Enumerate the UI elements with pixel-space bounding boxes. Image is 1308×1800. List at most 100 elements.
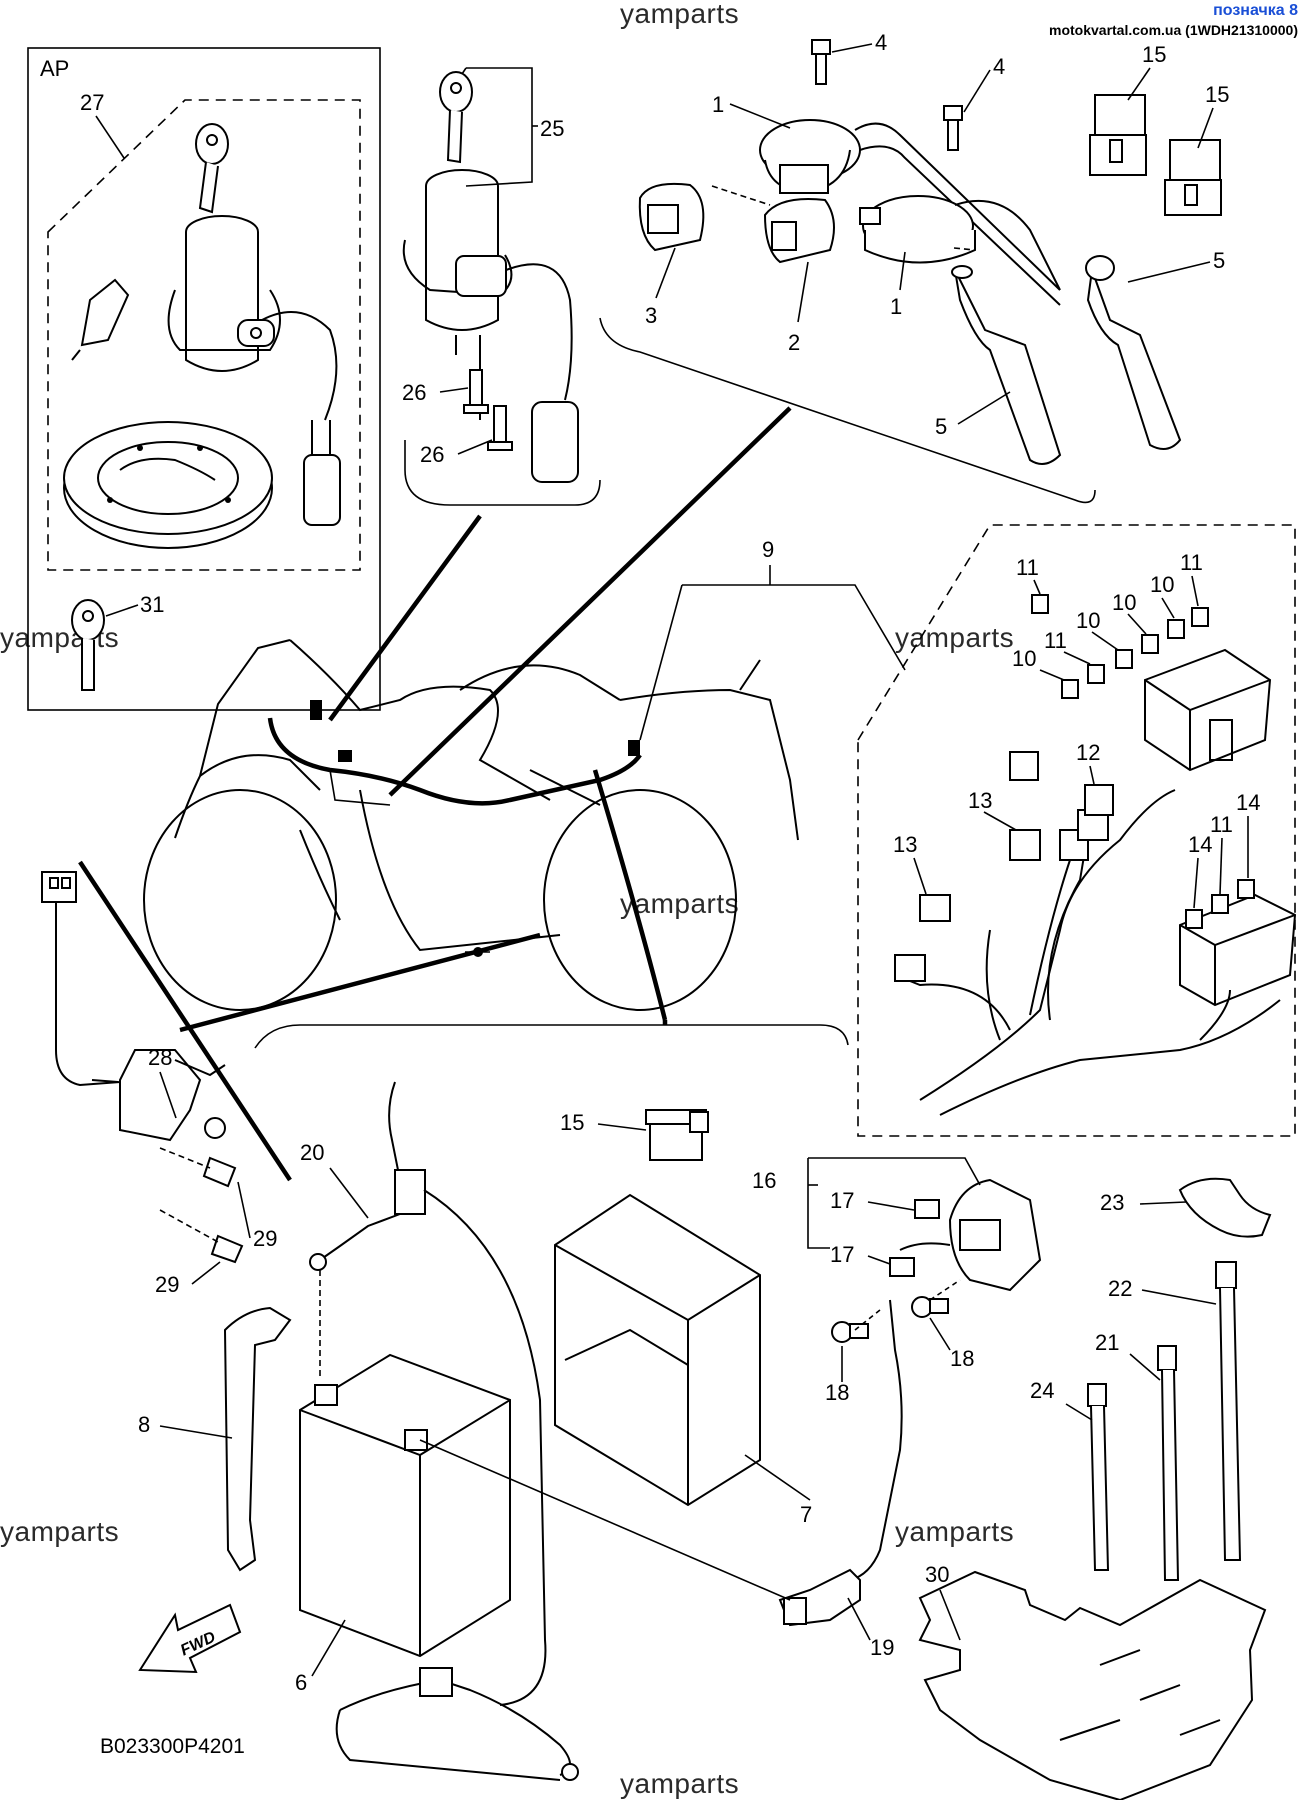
callout-8: 8: [138, 1412, 150, 1437]
lead-wire-icon: [309, 1081, 547, 1706]
cap-icon: [763, 198, 835, 264]
callout-13: 13: [893, 832, 917, 857]
fuse-icon: [1031, 594, 1049, 614]
callout-30: 30: [925, 1562, 949, 1587]
main-switch-group: 25 26 26: [402, 67, 601, 506]
battery-band-icon: [223, 1306, 292, 1572]
callout-15: 15: [1142, 42, 1166, 67]
callout-23: 23: [1100, 1190, 1124, 1215]
callout-5: 5: [935, 414, 947, 439]
relay-icon: [645, 1109, 709, 1161]
fuse-icon: [1087, 664, 1105, 684]
watermark: yamparts: [620, 0, 740, 29]
fuse-icon: [1167, 619, 1185, 639]
fuse-icon: [1185, 909, 1203, 929]
bolt-icon: [831, 1321, 869, 1343]
callout-29: 29: [253, 1226, 277, 1251]
callout-19: 19: [870, 1635, 894, 1660]
callout-25: 25: [540, 116, 564, 141]
callout-12: 12: [1076, 740, 1100, 765]
callout-2: 2: [788, 330, 800, 355]
screw-icon: [487, 405, 513, 451]
callout-1: 1: [712, 92, 724, 117]
callout-10: 10: [1150, 572, 1174, 597]
callout-1: 1: [890, 294, 902, 319]
callout-14: 14: [1188, 832, 1212, 857]
ignition-coil-icon: [759, 119, 1061, 306]
connector-icon: [894, 954, 926, 982]
battery-icon: [299, 1353, 511, 1658]
callout-26: 26: [420, 442, 444, 467]
cable-tie-icon: [1215, 1261, 1242, 1561]
fuse-box-icon: [1144, 648, 1272, 772]
callout-18: 18: [825, 1380, 849, 1405]
fuse-icon: [914, 1199, 940, 1219]
callout-10: 10: [1112, 590, 1136, 615]
callout-26: 26: [402, 380, 426, 405]
cable-tie-icon: [1087, 1383, 1110, 1571]
callout-21: 21: [1095, 1330, 1119, 1355]
sidestand-switch-icon: [91, 1049, 226, 1142]
callout-4: 4: [993, 54, 1005, 79]
starter-relay-icon: [899, 1178, 1042, 1292]
callout-4: 4: [875, 30, 887, 55]
catalog-number: B023300P4201: [100, 1735, 245, 1758]
callout-11: 11: [1180, 550, 1203, 575]
connector-icon: [1009, 751, 1039, 781]
callout-24: 24: [1030, 1378, 1054, 1403]
ignition-switch-icon: [167, 215, 341, 526]
callout-7: 7: [800, 1502, 812, 1527]
ignition-coil-group: 1 1 2 3 4 4 5 5 15 15: [599, 30, 1229, 504]
main-switch-key-icon: [439, 71, 473, 164]
bolt-icon: [943, 105, 963, 151]
callout-14: 14: [1236, 790, 1260, 815]
callout-31: 31: [140, 592, 164, 617]
fuse-icon: [889, 1257, 915, 1277]
fuel-cap-icon: [63, 421, 273, 549]
band-holder-icon: [1178, 1177, 1272, 1238]
bolt-icon: [911, 1296, 949, 1318]
harness-detail: 9: [639, 524, 1297, 1137]
holder-plate-icon: [918, 1570, 1267, 1800]
callout-16: 16: [752, 1168, 776, 1193]
cap-icon: [638, 182, 705, 252]
bolt-icon: [811, 39, 831, 85]
callout-9: 9: [762, 537, 774, 562]
callout-11: 11: [1210, 812, 1233, 837]
callout-6: 6: [295, 1670, 307, 1695]
spare-key-icon: [71, 599, 105, 691]
callout-10: 10: [1012, 646, 1036, 671]
ap-inset: AP: [27, 47, 381, 711]
callout-5: 5: [1213, 248, 1225, 273]
callout-10: 10: [1076, 608, 1100, 633]
lock-pin-icon: [71, 278, 130, 361]
plug-cap-icon: [951, 265, 1062, 465]
callout-15: 15: [1205, 82, 1229, 107]
connector-icon: [1059, 829, 1089, 861]
watermark: yamparts: [620, 888, 740, 919]
main-switch-icon: [402, 169, 579, 483]
watermark: yamparts: [895, 1516, 1015, 1547]
fuse-icon: [1237, 879, 1255, 899]
fuse-icon: [1191, 607, 1209, 627]
fuse-icon: [1061, 679, 1079, 699]
key-icon: [195, 123, 229, 214]
connector-icon: [919, 894, 951, 922]
diode-icon: [1084, 784, 1114, 816]
source-line: motokvartal.com.ua (1WDH21310000): [1049, 22, 1298, 38]
callout-28: 28: [148, 1045, 172, 1070]
bolt-icon: [159, 1147, 237, 1188]
battery-cover-icon: [554, 1193, 761, 1507]
callout-15: 15: [560, 1110, 584, 1135]
fwd-arrow-icon: FWD: [138, 1603, 242, 1674]
ignition-coil-icon: [859, 195, 1061, 291]
connector-icon: [1009, 829, 1041, 861]
fuse-icon: [1141, 634, 1159, 654]
cable-tie-icon: [1157, 1345, 1180, 1581]
callout-27: 27: [80, 90, 104, 115]
callout-11: 11: [1044, 628, 1067, 653]
bolt-icon: [159, 1209, 244, 1264]
fuse-icon: [1211, 894, 1229, 914]
watermark: yamparts: [620, 1768, 740, 1799]
callout-3: 3: [645, 303, 657, 328]
